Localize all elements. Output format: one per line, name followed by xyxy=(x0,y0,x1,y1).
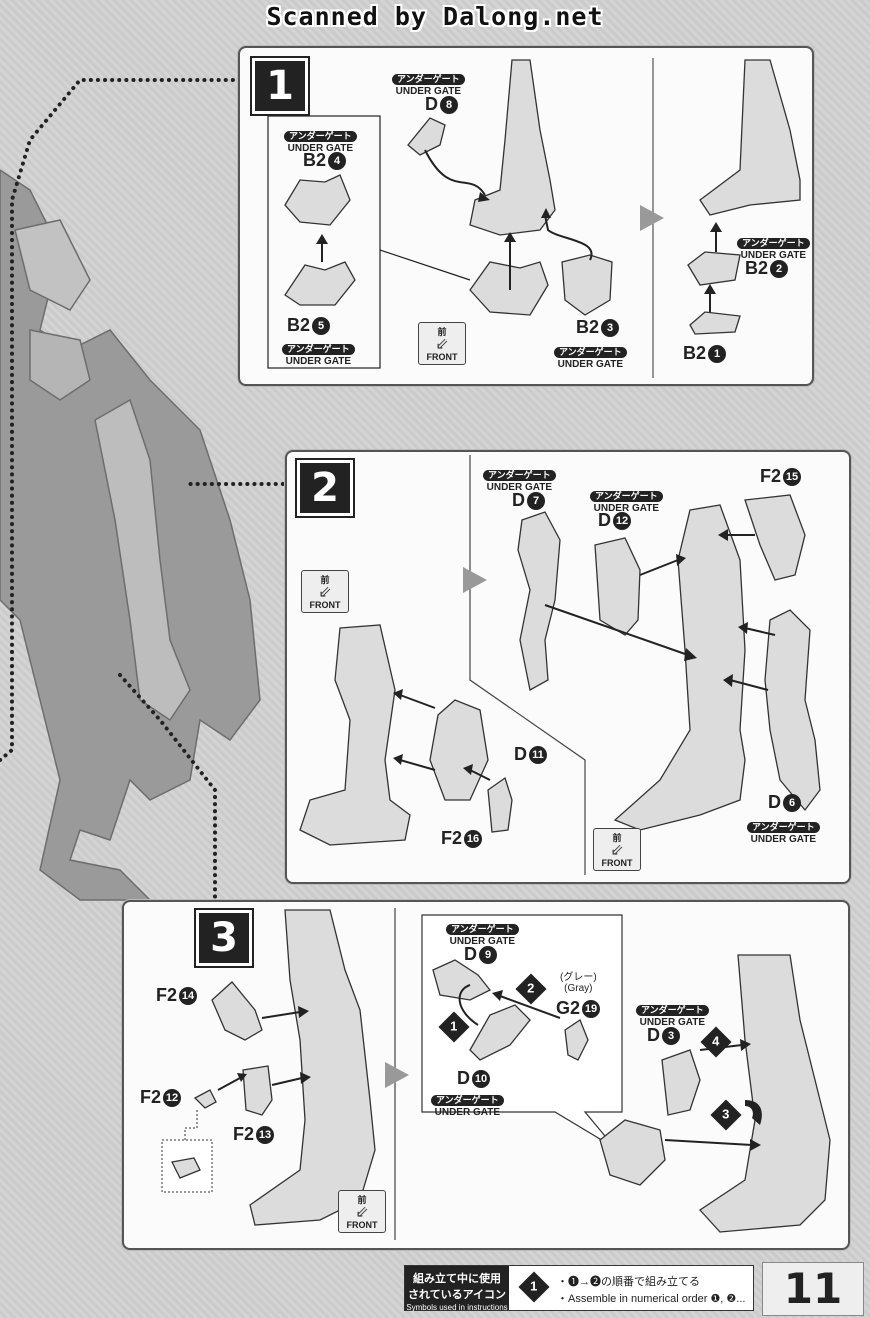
part-d7 xyxy=(517,511,561,692)
legend-order-icon: 1 xyxy=(518,1271,550,1303)
part-f2-14 xyxy=(211,981,263,1041)
under-gate-tag-d7: アンダーゲート UNDER GATE xyxy=(483,466,556,493)
step-3-number: 3 xyxy=(196,910,252,966)
leader-lines xyxy=(0,78,292,907)
legend-jp-text: ・❶→❷の順番で組み立てる xyxy=(557,1276,700,1288)
part-f2-16 xyxy=(429,699,489,801)
part-b2-3 xyxy=(561,254,613,316)
part-d11 xyxy=(487,776,513,833)
part-b2-2 xyxy=(687,251,741,286)
front-indicator-1: 前⇙FRONT xyxy=(418,322,466,365)
step-1-flow-arrow xyxy=(640,205,664,231)
front-arrow-icon: ⇙ xyxy=(355,1204,369,1221)
step-2-flow-arrow xyxy=(463,567,487,593)
step-2-number: 2 xyxy=(297,460,353,516)
part-b2-1 xyxy=(689,311,741,335)
under-gate-tag-d8: アンダーゲート UNDER GATE xyxy=(392,70,465,97)
legend-label: 組み立て中に使用 されているアイコン Symbols used in instr… xyxy=(405,1266,509,1312)
under-gate-tag-b2-2: アンダーゲート UNDER GATE xyxy=(737,234,810,261)
part-b2-5 xyxy=(284,261,356,306)
scan-watermark: Scanned by Dalong.net xyxy=(266,2,604,31)
front-arrow-icon: ⇙ xyxy=(318,584,332,601)
part-d9 xyxy=(432,959,492,1001)
part-f2-12 xyxy=(193,1089,217,1109)
front-indicator-2a: 前⇙FRONT xyxy=(301,570,349,613)
part-d8 xyxy=(407,117,446,156)
under-gate-tag-b2-3: アンダーゲート UNDER GATE xyxy=(554,343,627,370)
under-gate-tag-d9: アンダーゲート UNDER GATE xyxy=(446,920,519,947)
under-gate-tag-b2-4: アンダーゲート UNDER GATE xyxy=(284,127,357,154)
front-arrow-icon: ⇙ xyxy=(610,842,624,859)
part-f2-15 xyxy=(744,494,806,581)
part-d3 xyxy=(661,1049,701,1116)
step-3-flow-arrow xyxy=(385,1062,409,1088)
under-gate-tag-b2-5: アンダーゲート UNDER GATE xyxy=(282,340,355,367)
symbol-legend: 組み立て中に使用 されているアイコン Symbols used in instr… xyxy=(404,1265,754,1312)
part-d12 xyxy=(594,537,641,636)
front-arrow-icon: ⇙ xyxy=(435,336,449,353)
under-gate-tag-d6: アンダーゲート UNDER GATE xyxy=(747,818,820,845)
under-gate-tag-d10: アンダーゲート UNDER GATE xyxy=(431,1091,504,1118)
part-b2-4 xyxy=(284,174,351,226)
page-number: 11 xyxy=(762,1262,864,1316)
under-gate-tag-d3: アンダーゲート UNDER GATE xyxy=(636,1001,709,1028)
background-figure-art xyxy=(0,169,261,901)
front-indicator-2b: 前⇙FRONT xyxy=(593,828,641,871)
part-f2-13 xyxy=(242,1065,273,1116)
step-1-number: 1 xyxy=(252,58,308,114)
under-gate-tag-d12: アンダーゲート UNDER GATE xyxy=(590,487,663,514)
part-g2-19 xyxy=(564,1019,589,1061)
front-indicator-3: 前⇙FRONT xyxy=(338,1190,386,1233)
legend-en-text: ・Assemble in numerical order ❶, ❷... xyxy=(557,1293,746,1305)
color-note-gray: (グレー) (Gray) xyxy=(560,972,597,994)
sub-assembly-box xyxy=(267,115,381,369)
part-d6 xyxy=(764,609,821,812)
part-d10 xyxy=(469,1004,531,1061)
